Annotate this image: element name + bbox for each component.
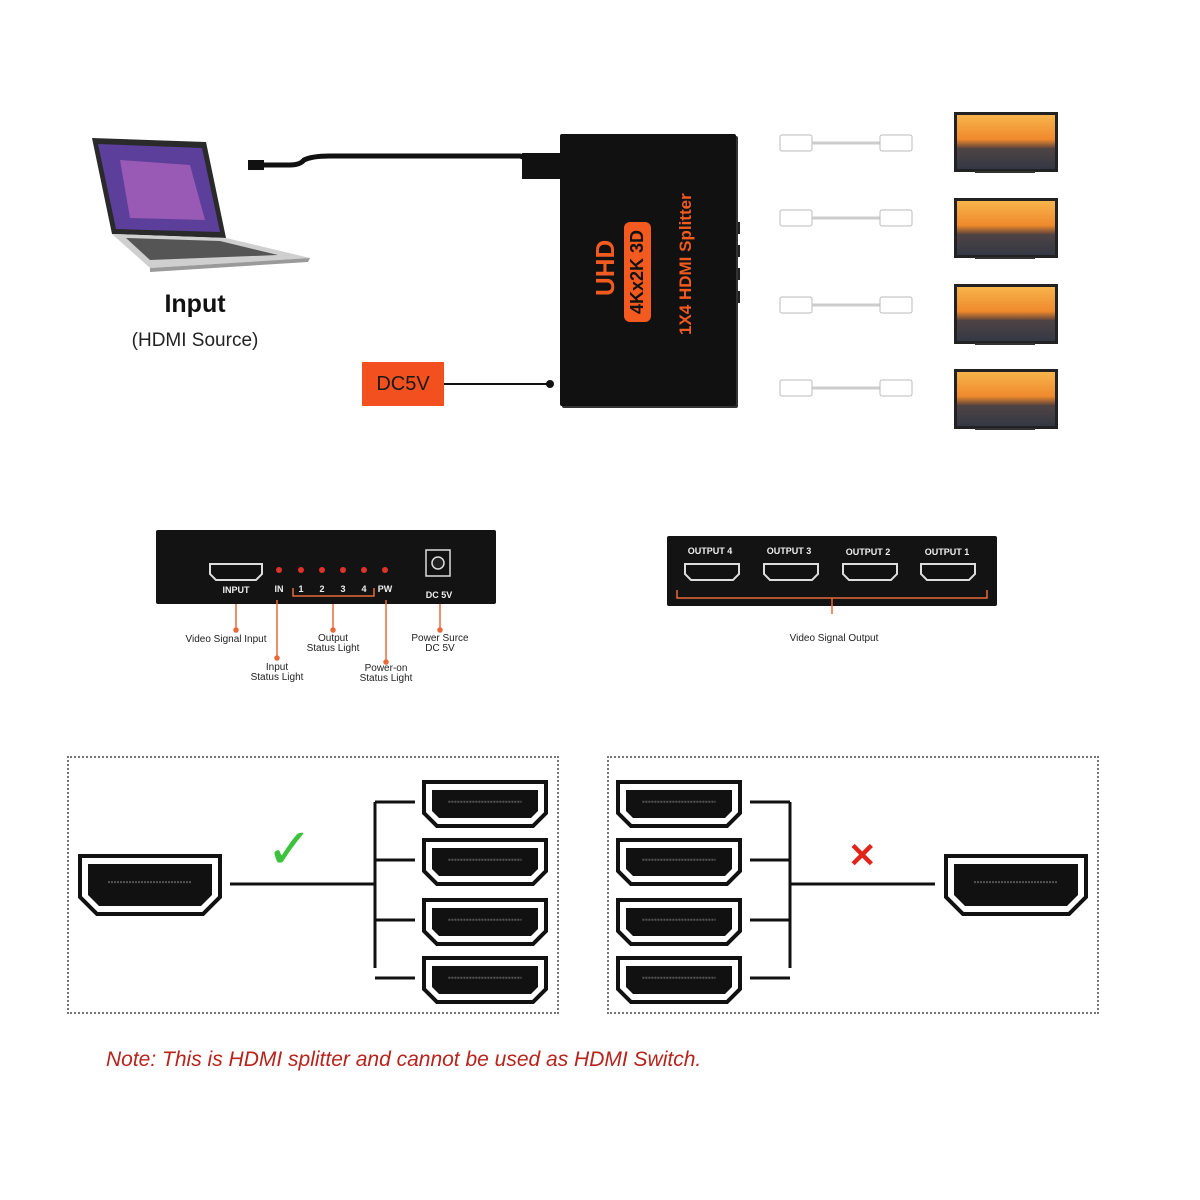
splitter-brand: UHD xyxy=(590,239,620,296)
hdmi-input-port-icon-2 xyxy=(616,838,742,886)
callout-power-source-line1: Power Surce xyxy=(411,633,469,644)
indicator-4: 4 xyxy=(361,584,367,594)
hdmi-input-port-icon-3 xyxy=(616,898,742,946)
rear-port-label-1: OUTPUT 1 xyxy=(924,547,970,557)
hdmi-output-port-icon-3 xyxy=(763,563,819,581)
comparison-diagram xyxy=(78,780,1088,1004)
tv-4 xyxy=(954,369,1058,430)
hdmi-output-port-icon-1 xyxy=(422,780,548,828)
callout-power-source-line2: DC 5V xyxy=(425,643,455,654)
dc5v-label: DC5V xyxy=(362,362,444,406)
hdmi-output-port-icon-4 xyxy=(422,956,548,1004)
note-text: Note: This is HDMI splitter and cannot b… xyxy=(106,1048,702,1071)
tv-2 xyxy=(954,198,1058,259)
tv-1 xyxy=(954,112,1058,173)
hdmi-output-port-icon-2 xyxy=(842,563,898,581)
front-input-label: INPUT xyxy=(222,585,250,595)
callout-input-status-line2: Status Light xyxy=(250,672,304,683)
indicator-2: 2 xyxy=(319,584,325,594)
rear-port-label-3: OUTPUT 3 xyxy=(766,546,812,556)
splitter-badge: 4Kx2K 3D xyxy=(624,221,651,322)
hdmi-single-output-port-icon xyxy=(944,854,1088,916)
hdmi-output-port-icon-2 xyxy=(422,838,548,886)
rear-port-label-4: OUTPUT 4 xyxy=(687,546,733,556)
hdmi-input-port-icon xyxy=(209,563,263,581)
callout-input-status-line1: Input xyxy=(265,662,289,673)
indicator-3: 3 xyxy=(340,584,346,594)
hdmi-source-port-icon xyxy=(78,854,222,916)
rear-panel-ports xyxy=(676,563,988,614)
cross-mark-icon: ✕ xyxy=(848,837,877,875)
hdmi-cable-2 xyxy=(779,209,913,227)
rear-port-label-2: OUTPUT 2 xyxy=(845,547,891,557)
check-mark-icon: ✓ xyxy=(266,817,313,880)
indicator-1: 1 xyxy=(298,584,304,594)
tv-displays xyxy=(954,112,1058,430)
hdmi-cable-4 xyxy=(779,379,913,397)
hdmi-output-cables xyxy=(779,134,913,397)
hdmi-cable-3 xyxy=(779,296,913,314)
indicator-in: IN xyxy=(274,584,284,594)
front-callout-lines xyxy=(233,600,443,665)
tv-3 xyxy=(954,284,1058,345)
laptop-icon xyxy=(92,138,310,272)
splitter-valid-box xyxy=(67,756,559,1014)
input-subtitle: (HDMI Source) xyxy=(131,330,259,351)
front-dc-label: DC 5V xyxy=(425,590,453,600)
hdmi-input-port-icon-1 xyxy=(616,780,742,828)
front-panel-ports xyxy=(209,549,451,597)
hdmi-cable-1 xyxy=(779,134,913,152)
callout-video-signal-output: Video Signal Output xyxy=(789,633,879,644)
hdmi-output-port-icon-3 xyxy=(422,898,548,946)
splitter-name: 1X4 HDMI Splitter xyxy=(676,193,695,335)
switch-invalid-box xyxy=(607,756,1099,1014)
hdmi-input-cable xyxy=(248,153,562,179)
indicator-pw: PW xyxy=(377,584,393,594)
callout-power-on-line2: Status Light xyxy=(359,673,413,684)
callout-power-on-line1: Power-on xyxy=(364,663,408,674)
input-title: Input xyxy=(164,290,226,318)
callout-output-status-line2: Status Light xyxy=(306,643,360,654)
splitter-output-ports xyxy=(734,222,740,303)
hdmi-output-port-icon-4 xyxy=(684,563,740,581)
callout-video-signal-input: Video Signal Input xyxy=(185,634,267,645)
connection-diagram xyxy=(92,112,1058,430)
callout-output-status-line1: Output xyxy=(317,633,349,644)
hdmi-output-port-icon-1 xyxy=(920,563,976,581)
hdmi-input-port-icon-4 xyxy=(616,956,742,1004)
